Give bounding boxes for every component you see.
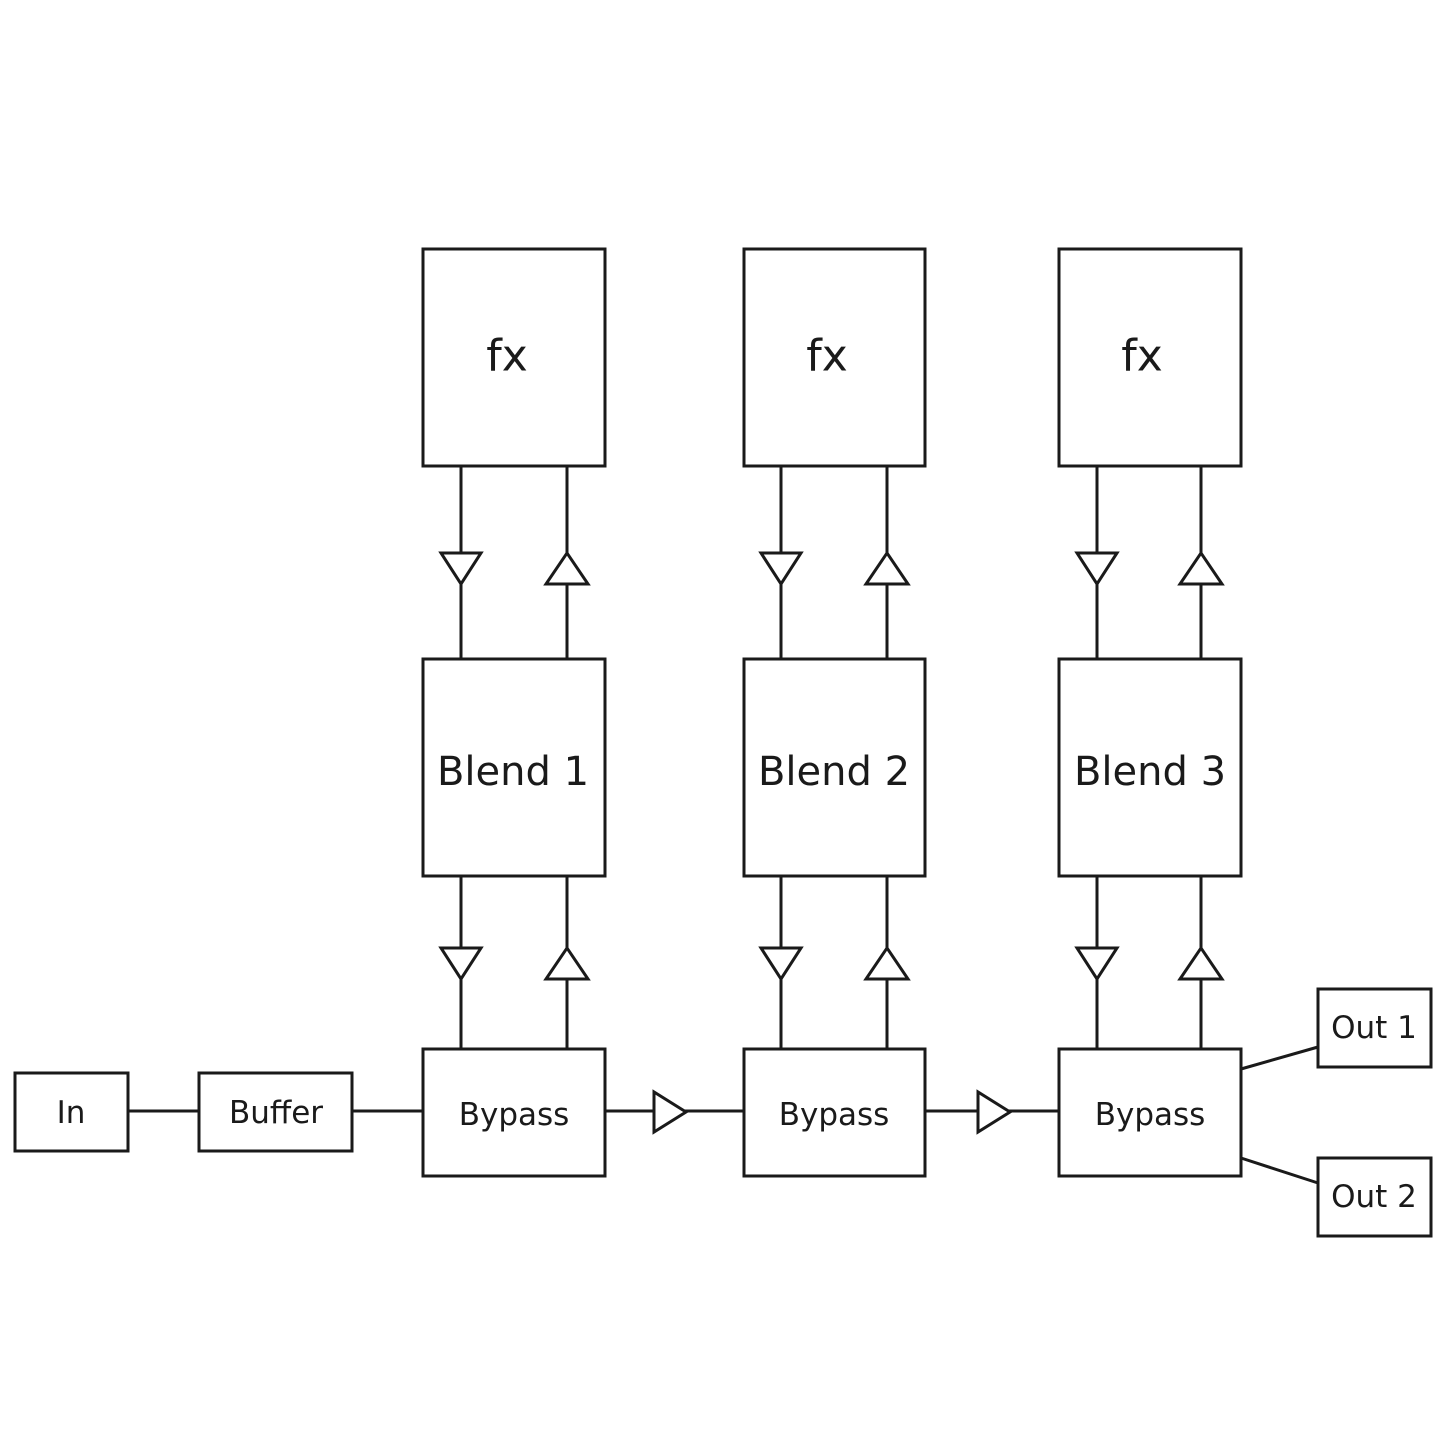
arrow-up-icon bbox=[543, 550, 591, 586]
wire-bypass-3-to-out-1 bbox=[1240, 1045, 1319, 1071]
fx-label: fx bbox=[1121, 331, 1163, 382]
arrow-right-icon bbox=[652, 1089, 689, 1135]
blend-block-3 bbox=[1057, 657, 1243, 878]
arrow-down-icon bbox=[1074, 946, 1120, 982]
arrow-up-icon bbox=[1177, 945, 1225, 981]
stage-3: fx Blend 3 Bypass bbox=[1057, 247, 1243, 1178]
fx-block-3 bbox=[1057, 247, 1243, 468]
output-1-label: Out 1 bbox=[1331, 1010, 1417, 1046]
output-2-block: Out 2 bbox=[1316, 1156, 1433, 1238]
buffer-label: Buffer bbox=[229, 1095, 323, 1131]
stage-2: fx Blend 2 Bypass bbox=[742, 247, 927, 1178]
arrow-down-icon bbox=[758, 551, 804, 587]
blend-label: Blend 1 bbox=[437, 749, 589, 795]
blend-block-2 bbox=[742, 657, 927, 878]
arrow-down-icon bbox=[758, 946, 804, 982]
stage-1: fx Blend 1 Bypass bbox=[421, 247, 607, 1178]
output-1-block: Out 1 bbox=[1316, 987, 1433, 1069]
blend-label: Blend 2 bbox=[758, 749, 910, 795]
blend-label: Blend 3 bbox=[1074, 749, 1226, 795]
input-block: In bbox=[13, 1071, 130, 1153]
buffer-block: Buffer bbox=[197, 1071, 354, 1153]
fx-block-2 bbox=[742, 247, 927, 468]
arrow-up-icon bbox=[863, 945, 911, 981]
bypass-block-2 bbox=[742, 1047, 927, 1178]
bypass-block-1 bbox=[421, 1047, 607, 1178]
bypass-label: Bypass bbox=[459, 1097, 570, 1133]
bypass-label: Bypass bbox=[779, 1097, 890, 1133]
fx-label: fx bbox=[806, 331, 848, 382]
output-2-label: Out 2 bbox=[1331, 1179, 1417, 1215]
bypass-block-3 bbox=[1057, 1047, 1243, 1178]
wire-bypass-3-to-out-2 bbox=[1240, 1156, 1319, 1185]
fx-block-1 bbox=[421, 247, 607, 468]
arrow-up-icon bbox=[1177, 550, 1225, 586]
arrow-up-icon bbox=[543, 945, 591, 981]
arrow-down-icon bbox=[438, 551, 484, 587]
arrow-up-icon bbox=[863, 550, 911, 586]
arrow-down-icon bbox=[438, 946, 484, 982]
fx-label: fx bbox=[486, 331, 528, 382]
bypass-label: Bypass bbox=[1095, 1097, 1206, 1133]
input-label: In bbox=[57, 1095, 86, 1131]
blend-block-1 bbox=[421, 657, 607, 878]
arrow-down-icon bbox=[1074, 551, 1120, 587]
arrow-right-icon bbox=[976, 1089, 1013, 1135]
